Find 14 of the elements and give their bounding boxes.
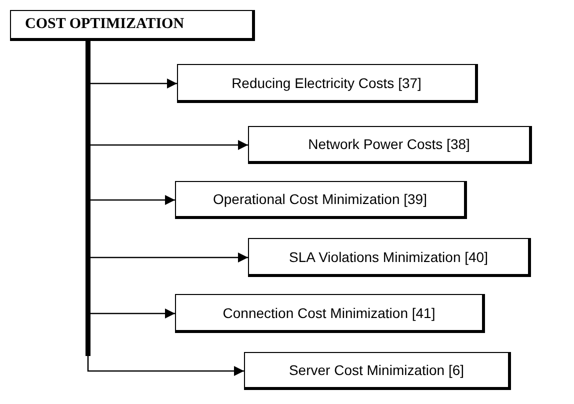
box-label: SLA Violations Minimization [40] <box>289 248 488 264</box>
box-label: Connection Cost Minimization [41] <box>222 304 436 320</box>
process-box <box>177 64 478 103</box>
process-box <box>248 238 531 277</box>
process-box <box>175 294 485 333</box>
title-box <box>10 10 255 41</box>
process-box <box>175 181 467 219</box>
process-box <box>244 352 511 390</box>
process-box <box>248 126 532 164</box>
title-text: COST OPTIMIZATION <box>25 16 184 33</box>
box-label: Network Power Costs [38] <box>308 136 470 152</box>
box-label: Operational Cost Minimization [39] <box>213 191 427 207</box>
box-label: Reducing Electricity Costs [37] <box>232 74 422 90</box>
box-label: Server Cost Minimization [6] <box>288 362 464 378</box>
